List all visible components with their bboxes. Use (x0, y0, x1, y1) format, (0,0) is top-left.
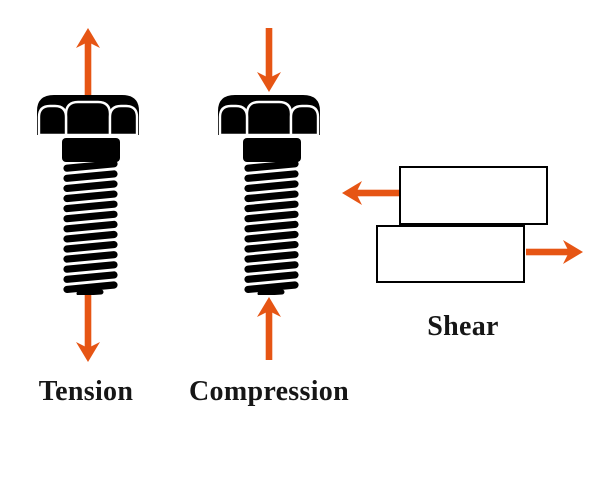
compression-down-arrow-icon (257, 28, 281, 92)
tension-down-arrow-icon (76, 295, 100, 362)
tension-bolt-icon (37, 95, 139, 295)
compression-up-arrow-icon (257, 297, 281, 360)
shear-label: Shear (427, 311, 499, 342)
shear-bottom-plate (376, 225, 525, 283)
shear-left-arrow-icon (342, 181, 399, 205)
compression-bolt-icon (218, 95, 320, 295)
shear-right-arrow-icon (526, 240, 583, 264)
tension-up-arrow-icon (76, 28, 100, 95)
compression-label: Compression (189, 376, 349, 407)
shear-top-plate (399, 166, 548, 225)
tension-label: Tension (38, 376, 134, 407)
